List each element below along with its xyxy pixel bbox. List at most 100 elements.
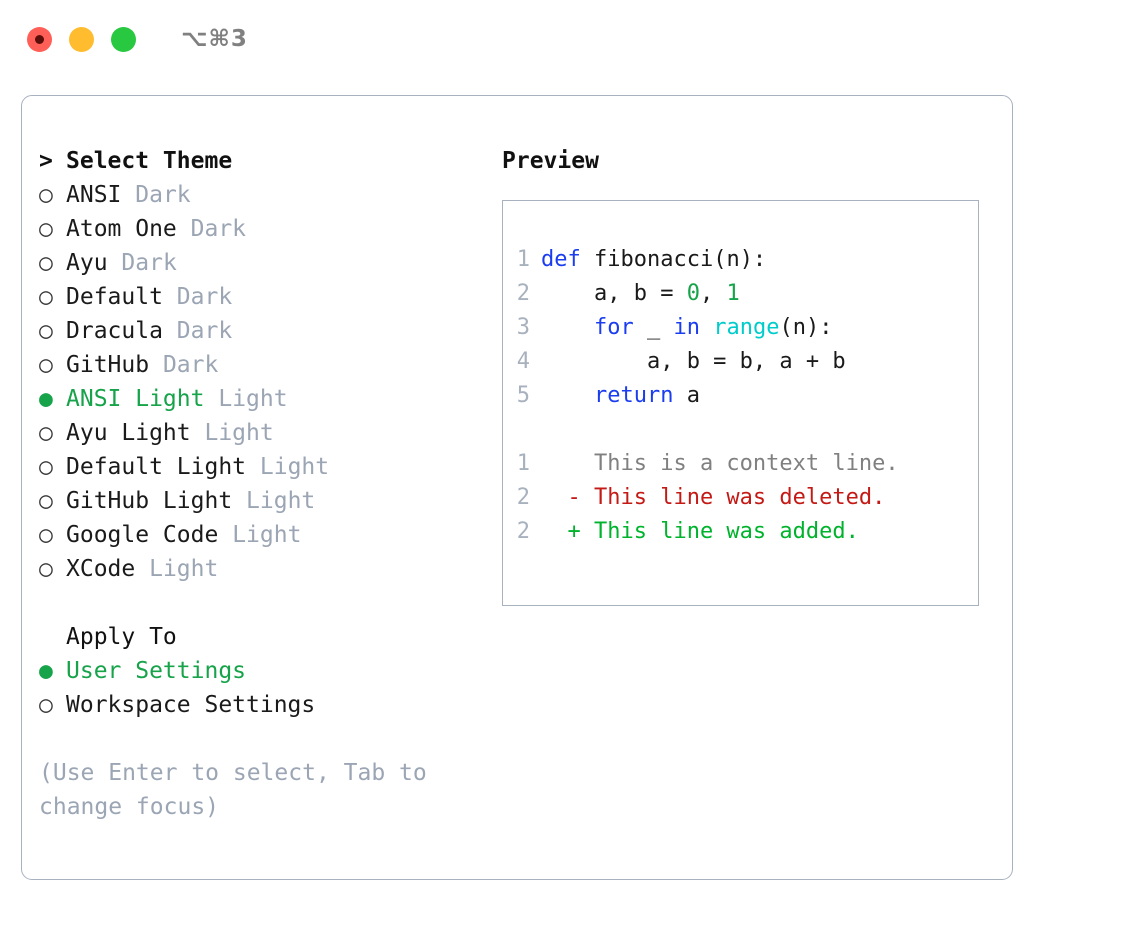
theme-option-tag: Dark xyxy=(190,216,247,242)
theme-option-label: GitHub Light xyxy=(66,488,233,514)
theme-option-label: Dracula xyxy=(66,318,163,344)
select-theme-label: Select Theme xyxy=(66,148,233,174)
theme-option-tag: Light xyxy=(232,522,302,548)
theme-picker-column: > Select Theme ○ANSI Dark○Atom One Dark○… xyxy=(22,96,484,879)
theme-option-label: GitHub xyxy=(66,352,150,378)
apply-to-heading: Apply To xyxy=(39,620,484,654)
theme-option-label: Google Code xyxy=(66,522,219,548)
code-token-kw: return xyxy=(593,383,674,408)
label-separator xyxy=(177,212,191,246)
code-token-kw: for xyxy=(593,315,634,340)
theme-option-tag: Light xyxy=(218,386,288,412)
radio-unselected-icon: ○ xyxy=(39,420,53,446)
diff-line: 1 This is a context line. xyxy=(503,447,978,481)
theme-option[interactable]: ○Default Light Light xyxy=(39,450,484,484)
code-line-number: 1 xyxy=(516,247,530,272)
theme-option-tag: Dark xyxy=(176,318,233,344)
theme-option-tag: Light xyxy=(149,556,219,582)
radio-unselected-icon: ○ xyxy=(39,318,53,344)
theme-option[interactable]: ○ Google Code Light xyxy=(39,518,484,552)
apply-to-list: ●User Settings ○ Workspace Settings xyxy=(39,654,484,722)
apply-to-option[interactable]: ●User Settings xyxy=(39,654,484,688)
theme-option[interactable]: ○Default Dark xyxy=(39,280,484,314)
code-line-number: 2 xyxy=(516,281,530,306)
traffic-lights xyxy=(27,26,136,52)
apply-to-option-label: Workspace Settings xyxy=(66,692,316,718)
minimize-button[interactable] xyxy=(69,26,94,52)
radio-unselected-icon: ○ xyxy=(39,556,53,582)
diff-line-content: - This line was deleted. xyxy=(541,485,886,510)
code-line-content: a, b = 0, 1 xyxy=(541,277,740,311)
theme-option[interactable]: ○ Ayu Light Light xyxy=(39,416,484,450)
radio-unselected-icon: ○ xyxy=(39,216,53,242)
maximize-button[interactable] xyxy=(111,26,136,52)
radio-unselected-icon: ○ xyxy=(39,692,53,718)
radio-unselected-icon: ○ xyxy=(39,522,53,548)
label-separator xyxy=(232,484,246,518)
code-line-number: 5 xyxy=(516,383,530,408)
code-line: 4 a, b = b, a + b xyxy=(503,345,978,379)
preview-heading: Preview xyxy=(502,148,599,174)
radio-unselected-icon: ○ xyxy=(39,488,53,514)
select-theme-heading: > Select Theme xyxy=(39,144,484,178)
window-titlebar: ⌥⌘3 xyxy=(0,0,1140,78)
list-spacer xyxy=(39,586,484,620)
radio-unselected-icon: ○ xyxy=(39,454,53,480)
main-panel: > Select Theme ○ANSI Dark○Atom One Dark○… xyxy=(21,95,1013,880)
theme-option-label: Atom One xyxy=(66,216,177,242)
theme-option-label: XCode xyxy=(66,556,136,582)
theme-option-label: Ayu xyxy=(66,250,108,276)
theme-option-label: Default Light xyxy=(66,454,247,480)
radio-selected-icon: ● xyxy=(39,386,53,412)
radio-unselected-icon: ○ xyxy=(39,284,53,310)
code-token-id: a xyxy=(673,383,700,408)
theme-option[interactable]: ○ Atom One Dark xyxy=(39,212,484,246)
theme-option-tag: Dark xyxy=(121,250,177,276)
diff-line-content: + This line was added. xyxy=(541,519,859,544)
theme-option-tag: Dark xyxy=(135,182,191,208)
theme-option-label: Ayu Light xyxy=(66,420,191,446)
caret-icon: > xyxy=(39,148,53,174)
code-token-id xyxy=(541,315,594,340)
radio-unselected-icon: ○ xyxy=(39,182,53,208)
apply-to-caret-spacer xyxy=(39,620,66,654)
code-line-number: 3 xyxy=(516,315,530,340)
keyboard-hint: (Use Enter to select, Tab to change focu… xyxy=(39,760,427,820)
theme-option[interactable]: ○GitHub Dark xyxy=(39,348,484,382)
theme-option[interactable]: ●ANSI Light Light xyxy=(39,382,484,416)
code-token-id xyxy=(541,383,594,408)
theme-option[interactable]: ○Ayu Dark xyxy=(39,246,484,280)
code-line: 2 a, b = 0, 1 xyxy=(503,277,978,311)
label-separator xyxy=(135,552,149,586)
code-token-id: _ xyxy=(633,315,674,340)
theme-option[interactable]: ○ GitHub Light Light xyxy=(39,484,484,518)
label-separator xyxy=(246,450,260,484)
code-token-id xyxy=(700,315,713,340)
theme-option-label: Default xyxy=(66,284,163,310)
theme-option[interactable]: ○ Dracula Dark xyxy=(39,314,484,348)
code-token-kw: def xyxy=(541,247,581,272)
code-line: 1 def fibonacci(n): xyxy=(503,243,978,277)
code-token-id: (n): xyxy=(779,315,833,340)
label-separator xyxy=(191,416,205,450)
label-separator xyxy=(149,348,163,382)
code-line-content: a, b = b, a + b xyxy=(541,345,846,379)
diff-sample: 1 This is a context line.2 - This line w… xyxy=(503,447,978,549)
close-button[interactable] xyxy=(27,26,52,52)
code-line-number: 4 xyxy=(516,349,530,374)
code-line-content: def fibonacci(n): xyxy=(541,243,766,277)
code-token-id: a, b = b, a + b xyxy=(541,349,846,374)
theme-option-tag: Light xyxy=(246,488,316,514)
theme-option[interactable]: ○ANSI Dark xyxy=(39,178,484,212)
apply-to-option[interactable]: ○ Workspace Settings xyxy=(39,688,484,722)
theme-option-tag: Light xyxy=(204,420,274,446)
code-line: 5 return a xyxy=(503,379,978,413)
theme-list: ○ANSI Dark○Atom One Dark○Ayu Dark○Defaul… xyxy=(39,178,484,586)
label-separator xyxy=(108,246,122,280)
diff-line: 2 + This line was added. xyxy=(503,515,978,549)
theme-option[interactable]: ○ XCode Light xyxy=(39,552,484,586)
code-token-fn: range xyxy=(713,315,780,340)
